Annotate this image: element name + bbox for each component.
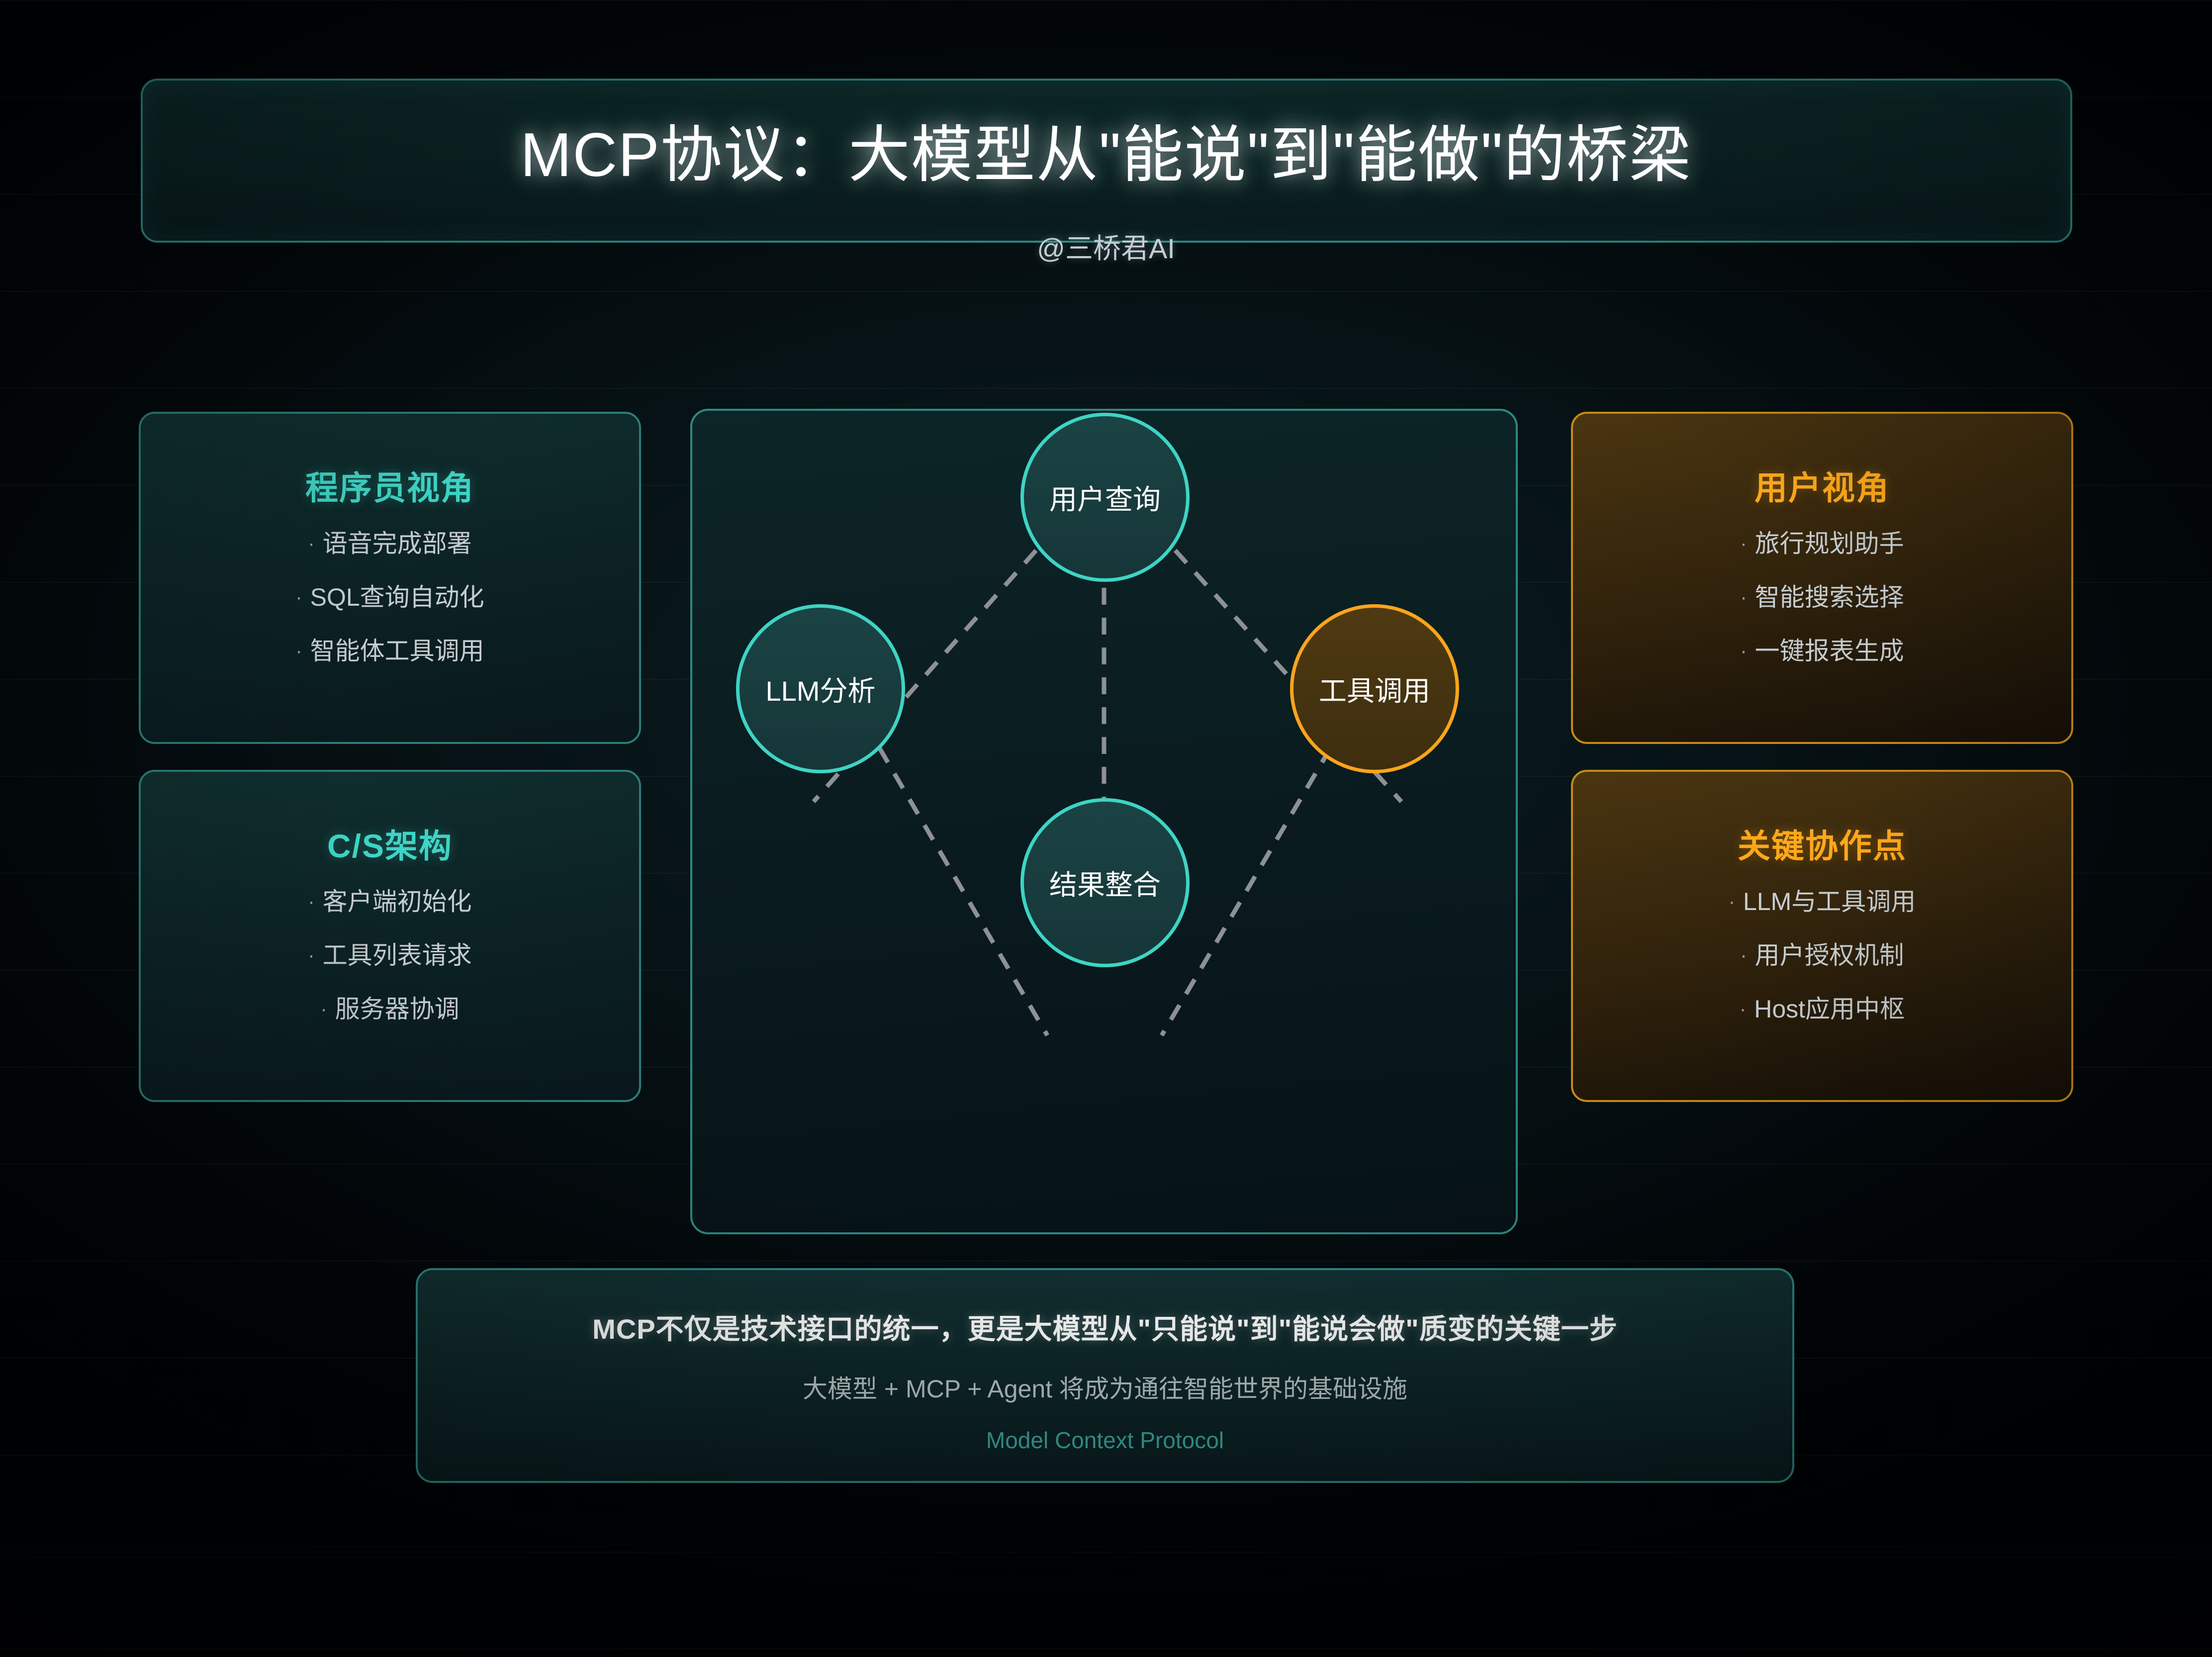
card-title: 用户视角: [1754, 469, 1890, 506]
list-item: · 用户授权机制: [1573, 943, 2071, 968]
card-title: C/S架构: [327, 828, 453, 864]
list-item: · 服务器协调: [141, 997, 639, 1021]
page-subtitle: @三桥君AI: [1037, 233, 1175, 264]
flow-node-label: 结果整合: [1049, 869, 1161, 901]
list-item: · LLM与工具调用: [1573, 889, 2071, 914]
bullet-icon: ·: [1728, 891, 1736, 913]
bullet-icon: ·: [1739, 998, 1747, 1020]
list-item-label: 用户授权机制: [1754, 941, 1904, 969]
bullet-icon: ·: [308, 891, 315, 913]
list-item-label: SQL查询自动化: [310, 583, 484, 611]
page-title: MCP协议：大模型从"能说"到"能做"的桥梁: [520, 121, 1692, 189]
list-item: · 智能搜索选择: [1573, 585, 2071, 610]
flow-node-result-integration[interactable]: 结果整合: [1020, 798, 1190, 967]
list-item-label: 工具列表请求: [322, 941, 472, 969]
card-title: 程序员视角: [305, 469, 474, 506]
list-item: · SQL查询自动化: [141, 585, 639, 610]
list-item: · Host应用中枢: [1573, 997, 2071, 1021]
list-item: · 工具列表请求: [141, 943, 639, 968]
flow-node-llm-analysis[interactable]: LLM分析: [736, 604, 905, 773]
card-bullet-list: · 客户端初始化 · 工具列表请求 · 服务器协调: [141, 889, 639, 1021]
flow-node-user-query[interactable]: 用户查询: [1020, 413, 1190, 582]
list-item: · 旅行规划助手: [1573, 531, 2071, 556]
flow-node-label: 工具调用: [1319, 675, 1430, 707]
card-key-collaboration-points[interactable]: 关键协作点 · LLM与工具调用 · 用户授权机制 · Host应用中枢: [1571, 770, 2073, 1102]
flow-node-label: 用户查询: [1049, 483, 1161, 515]
banner-protocol-name: Model Context Protocol: [986, 1427, 1224, 1453]
bullet-icon: ·: [295, 586, 302, 608]
bullet-icon: ·: [295, 640, 302, 662]
bullet-icon: ·: [1740, 944, 1747, 966]
bullet-icon: ·: [1740, 640, 1747, 662]
card-title: 关键协作点: [1738, 828, 1907, 864]
card-user-perspective[interactable]: 用户视角 · 旅行规划助手 · 智能搜索选择 · 一键报表生成: [1571, 412, 2073, 744]
list-item-label: 旅行规划助手: [1754, 530, 1904, 557]
flow-node-tool-call[interactable]: 工具调用: [1290, 604, 1459, 773]
list-item-label: 语音完成部署: [322, 530, 472, 557]
list-item-label: 服务器协调: [335, 995, 460, 1023]
list-item-label: 一键报表生成: [1754, 637, 1904, 665]
bullet-icon: ·: [1740, 586, 1747, 608]
card-bullet-list: · 旅行规划助手 · 智能搜索选择 · 一键报表生成: [1573, 531, 2071, 663]
bullet-icon: ·: [320, 998, 327, 1020]
flow-node-label: LLM分析: [765, 675, 876, 707]
list-item: · 智能体工具调用: [141, 639, 639, 663]
banner-subline: 大模型 + MCP + Agent 将成为通往智能世界的基础设施: [803, 1375, 1407, 1403]
list-item-label: Host应用中枢: [1754, 995, 1905, 1023]
list-item-label: 客户端初始化: [322, 888, 472, 916]
card-bullet-list: · 语音完成部署 · SQL查询自动化 · 智能体工具调用: [141, 531, 639, 663]
list-item: · 一键报表生成: [1573, 639, 2071, 663]
bullet-icon: ·: [308, 944, 315, 966]
card-bullet-list: · LLM与工具调用 · 用户授权机制 · Host应用中枢: [1573, 889, 2071, 1021]
list-item-label: 智能体工具调用: [310, 637, 484, 665]
banner-headline: MCP不仅是技术接口的统一，更是大模型从"只能说"到"能说会做"质变的关键一步: [592, 1313, 1618, 1345]
list-item-label: 智能搜索选择: [1754, 583, 1904, 611]
summary-banner: MCP不仅是技术接口的统一，更是大模型从"只能说"到"能说会做"质变的关键一步 …: [416, 1268, 1794, 1483]
bullet-icon: ·: [308, 533, 315, 554]
card-cs-architecture[interactable]: C/S架构 · 客户端初始化 · 工具列表请求 · 服务器协调: [139, 770, 641, 1102]
list-item: · 客户端初始化: [141, 889, 639, 914]
list-item: · 语音完成部署: [141, 531, 639, 556]
list-item-label: LLM与工具调用: [1743, 888, 1916, 916]
bullet-icon: ·: [1740, 533, 1747, 554]
card-programmer-perspective[interactable]: 程序员视角 · 语音完成部署 · SQL查询自动化 · 智能体工具调用: [139, 412, 641, 744]
